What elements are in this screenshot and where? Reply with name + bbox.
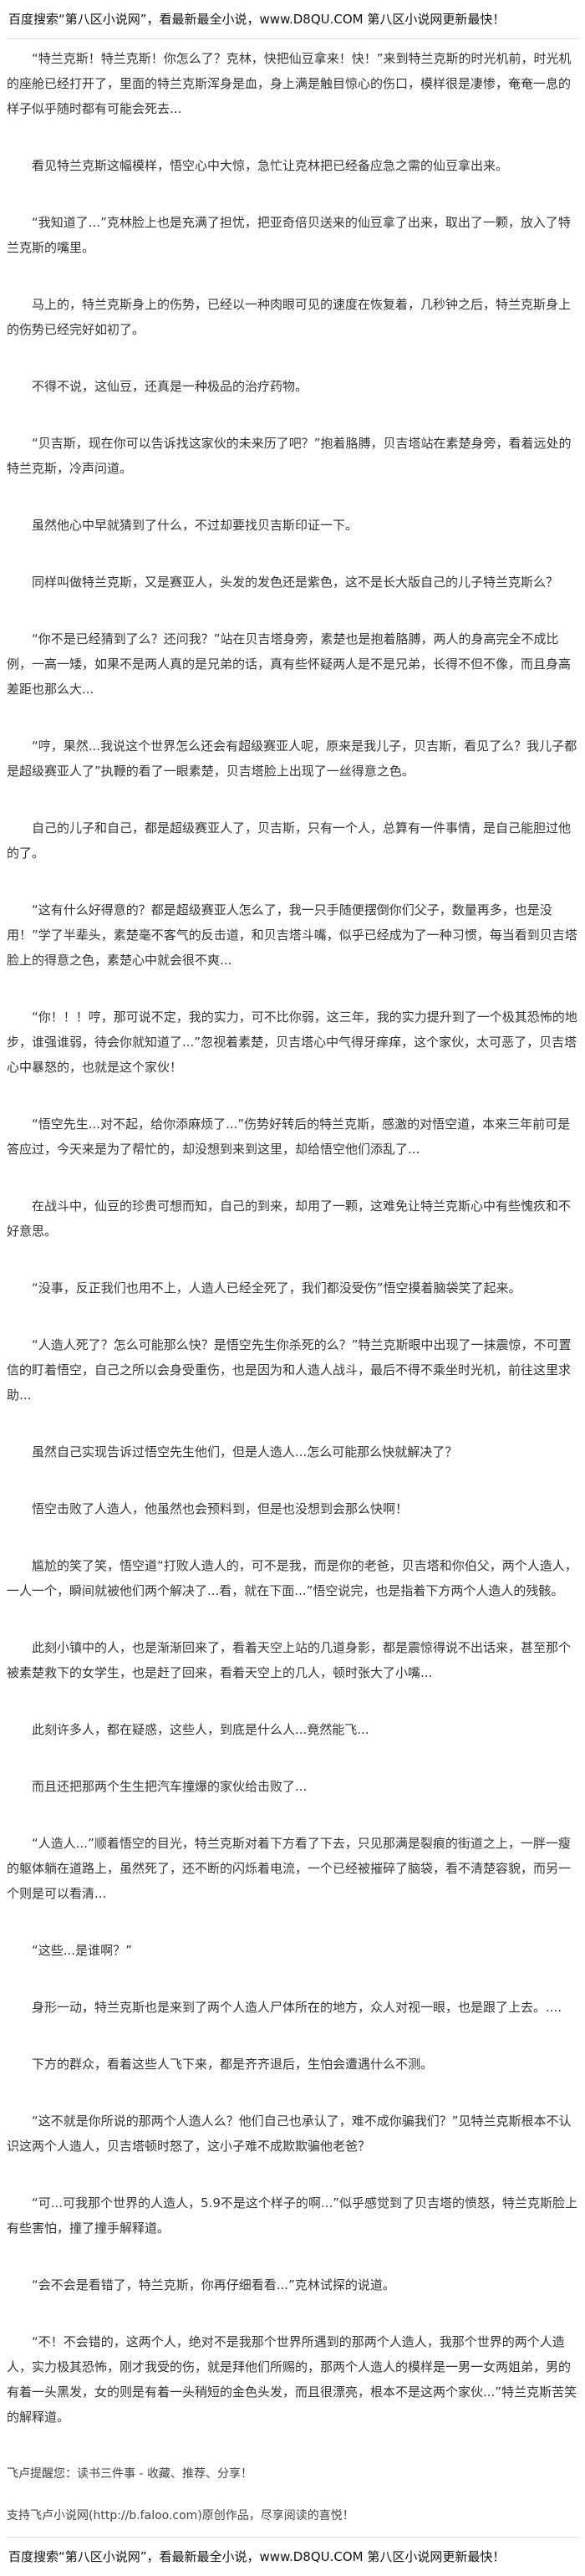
paragraph: 而且还把那两个生生把汽车撞爆的家伙给击败了...	[32, 1779, 308, 1794]
chapter-body: “特兰克斯！特兰克斯！你怎么了？克林，快把仙豆拿来！快！”来到特兰克斯的时光机前…	[7, 39, 578, 2430]
paragraph: 虽然他心中早就猜到了什么，不过却要找贝吉斯印证一下。	[32, 518, 359, 533]
paragraph: “会不会是看错了，特兰克斯，你再仔细看看...”克林试探的说道。	[32, 2277, 395, 2292]
paragraph: “这有什么好得意的？都是超级赛亚人怎么了，我一只手随便摆倒你们父子，数量再多，也…	[7, 902, 577, 968]
paragraph: 在战斗中，仙豆的珍贵可想而知，自己的到来，却用了一颗，这难免让特兰克斯心中有些愧…	[7, 1199, 572, 1239]
paragraph: 自己的儿子和自己，都是超级赛亚人了，贝吉斯，只有一个人，总算有一件事情，是自己能…	[7, 820, 572, 861]
paragraph: “你！！！哼，那可说不定，我的实力，可不比你弱，这三年，我的实力提升到了一个极其…	[7, 1009, 577, 1075]
paragraph: “没事，反正我们也用不上，人造人已经全死了，我们都没受伤”悟空摸着脑袋笑了起来。	[32, 1280, 521, 1296]
paragraph: 同样叫做特兰克斯，又是赛亚人，头发的发色还是紫色，这不是长大版自己的儿子特兰克斯…	[32, 575, 559, 590]
paragraph: “悟空先生...对不起，给你添麻烦了...”伤势好转后的特兰克斯，感激的对悟空道…	[7, 1117, 571, 1157]
paragraph: “哼，果然...我说这个世界怎么还会有超级赛亚人呢，原来是我儿子，贝吉斯，看见了…	[7, 739, 577, 779]
footer-notes: 飞卢提醒您：读书三件事 - 收藏、推荐、分享！ 支持飞卢小说网(http://b.…	[7, 2461, 578, 2528]
paragraph: 虽然自己实现告诉过悟空先生他们，但是人造人...怎么可能那么快就解决了？	[32, 1444, 458, 1459]
support-link-text: 支持飞卢小说网(http://b.faloo.com)原创作品，尽享阅读的喜悦！	[7, 2509, 354, 2522]
paragraph: “贝吉斯，现在你可以告诉找这家伙的未来历了吧？”抱着胳膊，贝吉塔站在素楚身旁，看…	[7, 436, 572, 476]
paragraph: 此刻小镇中的人，也是渐渐回来了，看着天空上站的几道身影，都是震惊得说不出话来，甚…	[7, 1640, 572, 1680]
paragraph: “不！不会错的，这两个人，绝对不是我那个世界所遇到的那两个人造人，我那个世界的两…	[7, 2334, 577, 2425]
paragraph: 此刻许多人，都在疑惑，这些人，到底是什么人...竟然能飞...	[32, 1722, 369, 1737]
bottom-banner: 百度搜索“第八区小说网”，看最新最全小说，www.D8QU.COM 第八区小说网…	[7, 2537, 578, 2576]
paragraph: 不得不说，这仙豆，还真是一种极品的治疗药物。	[32, 379, 308, 394]
paragraph: “可...可我那个世界的人造人，5.9不是这个样子的啊...”似乎感觉到了贝吉塔…	[7, 2195, 578, 2236]
paragraph: 尴尬的笑了笑，悟空道“打败人造人的，可不是我，而是你的老爸，贝吉塔和你伯父，两个…	[7, 1558, 577, 1598]
top-banner: 百度搜索“第八区小说网”，看最新最全小说，www.D8QU.COM 第八区小说网…	[7, 0, 578, 39]
reading-tip: 飞卢提醒您：读书三件事 - 收藏、推荐、分享！	[7, 2467, 252, 2481]
paragraph: “人造人死了？怎么可能那么快？是悟空先生你杀死的么？”特兰克斯眼中出现了一抹震惊…	[7, 1337, 572, 1403]
paragraph: 马上的，特兰克斯身上的伤势，已经以一种肉眼可见的速度在恢复着，几秒钟之后，特兰克…	[7, 297, 572, 337]
paragraph: “你不是已经猜到了么？还问我？”站在贝吉塔身旁，素楚也是抱着胳膊，两人的身高完全…	[7, 631, 572, 697]
paragraph: 看见特兰克斯这幅模样，悟空心中大惊，急忙让克林把已经备应急之需的仙豆拿出来。	[32, 158, 509, 173]
paragraph: “我知道了...”克林脸上也是充满了担忧，把亚奇倍贝送来的仙豆拿了出来，取出了一…	[7, 215, 571, 255]
paragraph: 悟空击败了人造人，他虽然也会预料到，但是也没想到会那么快啊！	[32, 1501, 409, 1516]
paragraph: “人造人...”顺着悟空的目光，特兰克斯对着下方看了下去，只见那满是裂痕的街道之…	[7, 1836, 572, 1901]
paragraph: 下方的群众，看着这些人飞下来，都是齐齐退后，生怕会遭遇什么不测。	[32, 2057, 434, 2072]
paragraph: “特兰克斯！特兰克斯！你怎么了？克林，快把仙豆拿来！快！”来到特兰克斯的时光机前…	[7, 51, 572, 116]
paragraph: 身形一动，特兰克斯也是来到了两个人造人尸体所在的地方，众人对视一眼，也是跟了上去…	[32, 2000, 562, 2015]
paragraph: “这些...是谁啊？”	[32, 1943, 132, 1958]
paragraph: “这不就是你所说的那两个人造人么？他们自己也承认了，难不成你骗我们？”见特兰克斯…	[7, 2113, 572, 2154]
